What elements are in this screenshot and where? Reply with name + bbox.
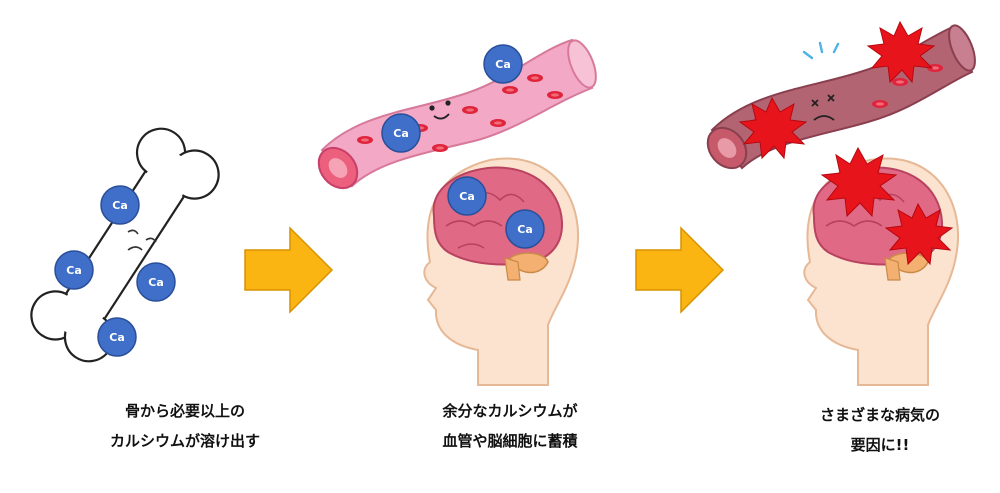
caption-line: 骨から必要以上の <box>124 402 245 420</box>
caption-step-2: 余分なカルシウムが 血管や脳細胞に蓄積 <box>410 396 610 456</box>
caption-step-1: 骨から必要以上の カルシウムが溶け出す <box>95 396 275 456</box>
svg-text:Ca: Ca <box>517 223 533 236</box>
calcium-ion: Ca <box>381 113 421 153</box>
calcium-ion: Ca <box>483 44 523 84</box>
calcium-ion: Ca <box>136 262 176 302</box>
head-with-brain <box>423 157 580 386</box>
damage-burst-icon <box>738 96 808 160</box>
arrow-right-icon <box>244 226 334 314</box>
caption-line: 要因に!! <box>850 436 910 454</box>
damage-burst-icon <box>866 20 936 84</box>
damaged-blood-vessel <box>706 24 976 170</box>
calcium-ion: Ca <box>54 250 94 290</box>
healthy-blood-vessel <box>317 38 597 190</box>
svg-text:Ca: Ca <box>393 127 409 140</box>
svg-text:Ca: Ca <box>459 190 475 203</box>
calcium-ion: Ca <box>97 317 137 357</box>
svg-text:Ca: Ca <box>112 199 128 212</box>
calcium-ion: Ca <box>505 209 545 249</box>
calcium-ion: Ca <box>100 185 140 225</box>
bone-illustration <box>30 127 220 363</box>
damage-burst-icon <box>820 146 898 218</box>
svg-text:Ca: Ca <box>109 331 125 344</box>
svg-text:Ca: Ca <box>66 264 82 277</box>
arrow-right-icon <box>635 226 725 314</box>
calcium-ion: Ca <box>447 176 487 216</box>
svg-text:Ca: Ca <box>148 276 164 289</box>
caption-line: カルシウムが溶け出す <box>109 432 260 450</box>
caption-step-3: さまざまな病気の 要因に!! <box>790 400 970 460</box>
caption-line: さまざまな病気の <box>819 406 940 424</box>
damage-burst-icon <box>884 202 954 266</box>
svg-text:Ca: Ca <box>495 58 511 71</box>
caption-line: 血管や脳細胞に蓄積 <box>442 432 578 450</box>
caption-line: 余分なカルシウムが <box>442 402 578 420</box>
